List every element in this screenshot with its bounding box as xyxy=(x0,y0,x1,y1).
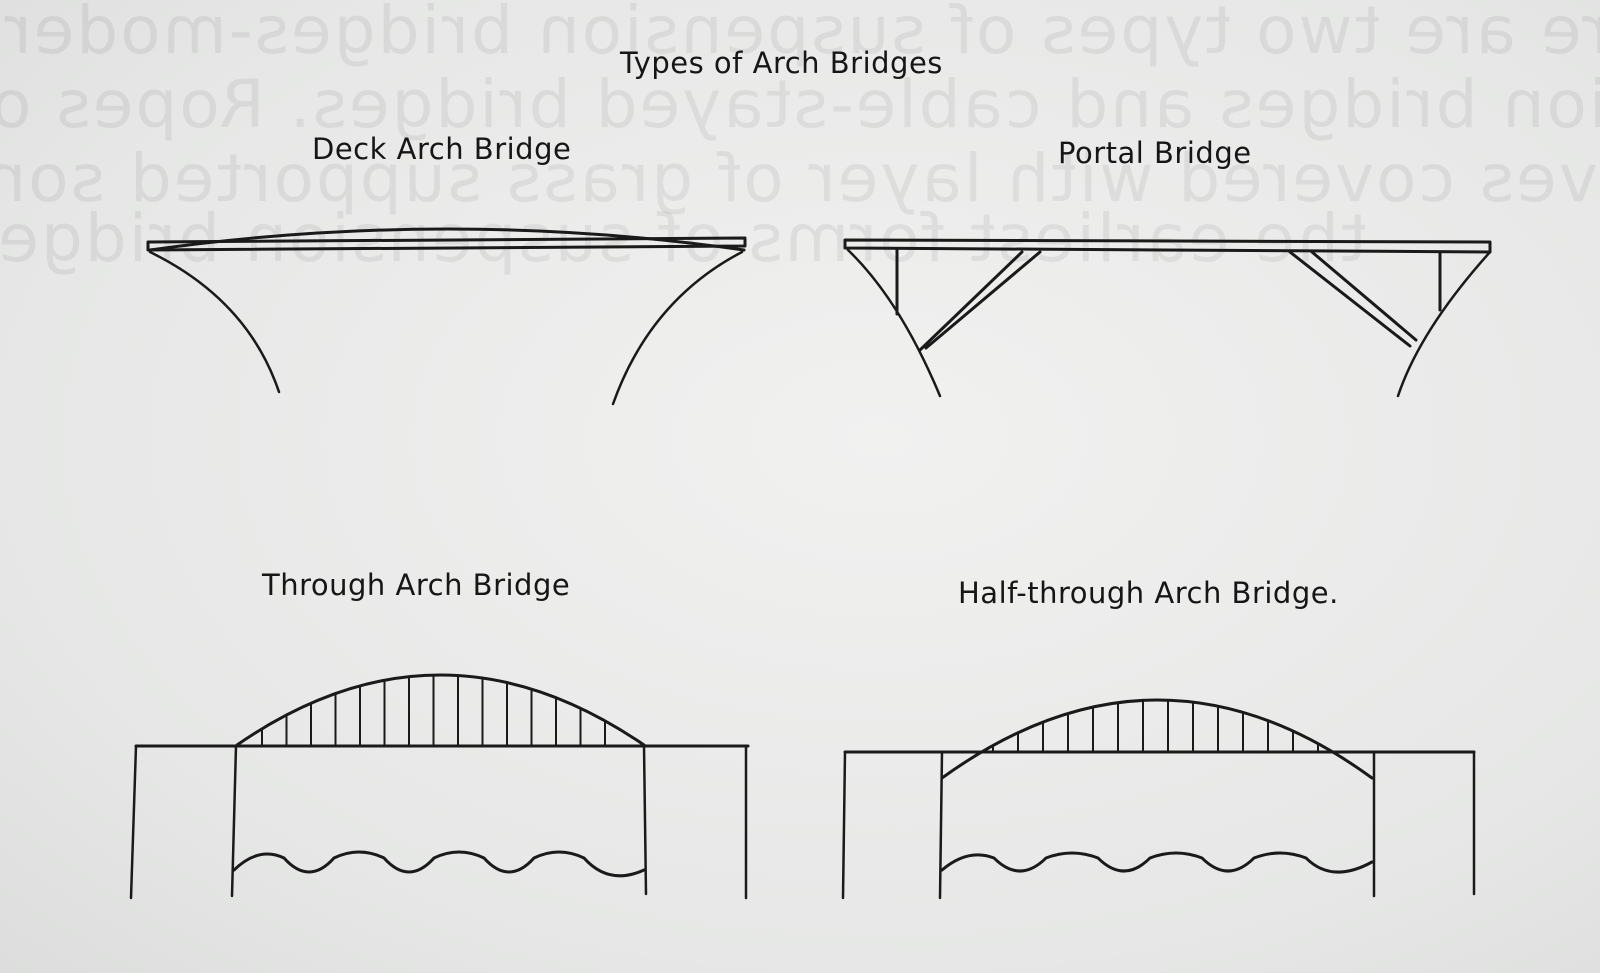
portal-left-curve xyxy=(846,248,942,398)
half-through-hangers xyxy=(992,699,1319,753)
through-arch-left-pier xyxy=(230,744,238,898)
deck-arch-rib xyxy=(148,227,746,252)
deck-arch-right-abutment xyxy=(611,250,744,406)
portal-right-strut xyxy=(1288,250,1418,348)
half-through-arch-bridge xyxy=(841,698,1476,900)
portal-left-strut xyxy=(918,250,1042,352)
through-arch-rib xyxy=(235,673,646,747)
portal-bridge xyxy=(843,238,1492,398)
through-arch-water xyxy=(232,850,646,878)
through-arch-hangers xyxy=(261,674,606,747)
half-through-arch-label: Half-through Arch Bridge. xyxy=(958,576,1339,610)
through-arch-right-pier xyxy=(642,744,648,896)
through-arch-left-bank xyxy=(129,744,138,900)
deck-arch-left-abutment xyxy=(148,250,281,394)
through-arch-label: Through Arch Bridge xyxy=(262,568,571,602)
deck-arch-bridge xyxy=(146,227,747,406)
half-through-left-pier xyxy=(938,750,944,900)
portal-right-curve xyxy=(1396,250,1492,398)
diagram-title: Types of Arch Bridges xyxy=(620,46,943,80)
deck-arch-deck xyxy=(146,236,747,252)
deck-arch-label: Deck Arch Bridge xyxy=(312,132,572,166)
portal-bridge-label: Portal Bridge xyxy=(1058,136,1252,170)
half-through-water xyxy=(940,851,1374,874)
portal-bridge-deck xyxy=(843,238,1492,254)
half-through-arch-rib xyxy=(940,698,1374,780)
half-through-left-bank xyxy=(841,750,847,900)
through-arch-bridge xyxy=(129,673,750,900)
